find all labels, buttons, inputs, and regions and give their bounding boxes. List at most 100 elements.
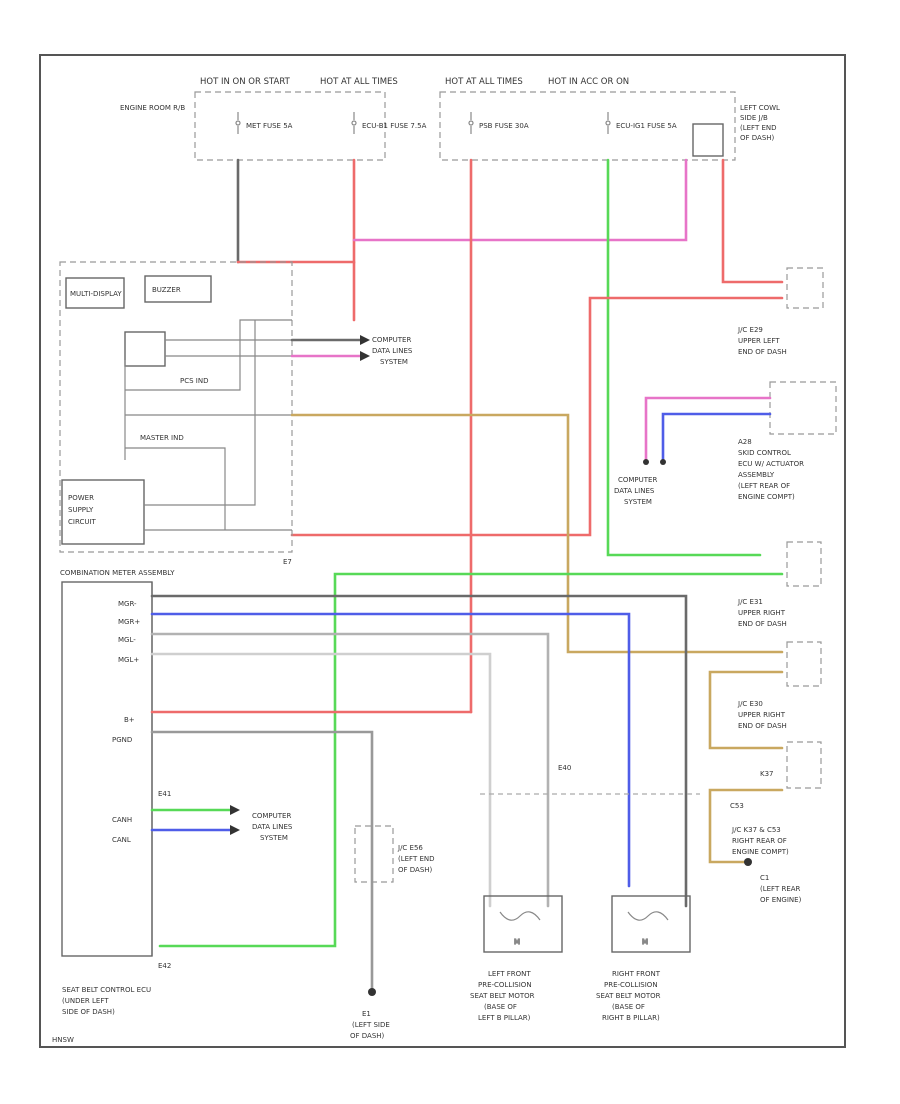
left-cowl-side-label: LEFT COWL SIDE J/B (LEFT END OF DASH)	[740, 104, 780, 142]
pcs-ind-label: PCS IND	[180, 377, 208, 385]
svg-text:SEAT BELT MOTOR: SEAT BELT MOTOR	[596, 992, 661, 1000]
fuse-relay-block	[692, 123, 724, 157]
svg-text:OF DASH): OF DASH)	[350, 1032, 385, 1040]
svg-text:SUPPLY: SUPPLY	[68, 506, 94, 514]
meter-cpu	[124, 331, 166, 367]
pin-canl: CANL	[112, 836, 131, 844]
ecu-ig1-fuse-label: ECU-IG1 FUSE 5A	[616, 122, 677, 130]
svg-text:POWER: POWER	[68, 494, 94, 502]
arrow-can-2	[360, 351, 370, 361]
svg-text:END OF DASH: END OF DASH	[738, 722, 787, 730]
met-fuse	[235, 112, 241, 134]
pse-fuse	[468, 112, 474, 134]
computer-data-lines-3-label: COMPUTER DATA LINES SYSTEM	[252, 812, 293, 842]
green-jc-box	[786, 541, 822, 587]
svg-text:UPPER LEFT: UPPER LEFT	[738, 337, 780, 345]
connector-e42: E42	[158, 962, 171, 970]
page-ref: HNSW	[52, 1036, 74, 1044]
wire-mgr-minus-darkgray	[150, 594, 688, 908]
wire-tan-ground	[708, 788, 784, 864]
svg-text:J/C E31: J/C E31	[737, 598, 763, 606]
svg-text:UPPER RIGHT: UPPER RIGHT	[738, 711, 786, 719]
svg-text:OF DASH): OF DASH)	[398, 866, 433, 874]
svg-text:SYSTEM: SYSTEM	[260, 834, 288, 842]
svg-text:M: M	[642, 938, 648, 946]
svg-text:LEFT B PILLAR): LEFT B PILLAR)	[478, 1014, 531, 1022]
svg-text:RIGHT REAR OF: RIGHT REAR OF	[732, 837, 787, 845]
svg-text:RIGHT B PILLAR): RIGHT B PILLAR)	[602, 1014, 660, 1022]
wire-skid-blue	[661, 412, 772, 464]
ground-c1-symbol	[744, 858, 752, 866]
skid-can-node-2	[660, 459, 666, 465]
jc-e56-label: J/C E56 (LEFT END OF DASH)	[397, 844, 435, 874]
svg-text:(UNDER LEFT: (UNDER LEFT	[62, 997, 109, 1005]
svg-text:(LEFT REAR: (LEFT REAR	[760, 885, 801, 893]
met-fuse-label: MET FUSE 5A	[246, 122, 293, 130]
svg-text:M: M	[514, 938, 520, 946]
svg-text:A28: A28	[738, 438, 752, 446]
svg-text:PRE-COLLISION: PRE-COLLISION	[604, 981, 658, 989]
svg-text:SIDE J/B: SIDE J/B	[740, 114, 768, 122]
pin-mgl-minus: MGL-	[118, 636, 136, 644]
wire-skid-pink	[644, 396, 772, 464]
svg-text:(LEFT REAR OF: (LEFT REAR OF	[738, 482, 790, 490]
jc-e56-box	[354, 825, 394, 883]
right-motor-box	[611, 895, 691, 953]
multi-display-label: MULTI-DISPLAY	[70, 290, 122, 298]
jc-k37-label: J/C K37 & C53 RIGHT REAR OF ENGINE COMPT…	[731, 826, 789, 856]
pin-canh: CANH	[112, 816, 132, 824]
svg-text:SYSTEM: SYSTEM	[380, 358, 408, 366]
wire-ecu-b1-red	[236, 158, 356, 264]
wire-tan-jumper	[708, 670, 784, 750]
jc-e31-label: J/C E31 UPPER RIGHT END OF DASH	[737, 598, 787, 628]
engine-room-rb-label: ENGINE ROOM R/B	[120, 104, 185, 112]
wire-mgl-minus-gray	[150, 632, 550, 908]
arrow-can-3	[230, 805, 240, 815]
buzzer-label: BUZZER	[152, 286, 181, 294]
ecu-ig1-fuse	[605, 112, 611, 134]
svg-text:DATA LINES: DATA LINES	[614, 487, 655, 495]
svg-text:J/C E56: J/C E56	[397, 844, 423, 852]
svg-text:(LEFT SIDE: (LEFT SIDE	[352, 1021, 390, 1029]
pin-mgr-plus: MGR+	[118, 618, 140, 626]
connector-e41: E41	[158, 790, 171, 798]
jc-e30-box	[786, 741, 822, 789]
svg-text:END OF DASH: END OF DASH	[738, 620, 787, 628]
svg-text:CIRCUIT: CIRCUIT	[68, 518, 97, 526]
svg-text:SIDE OF DASH): SIDE OF DASH)	[62, 1008, 115, 1016]
wire-mgl-plus-wht	[150, 652, 492, 908]
svg-text:OF ENGINE): OF ENGINE)	[760, 896, 802, 904]
pin-b-plus: B+	[124, 716, 135, 724]
pin-mgr-minus: MGR-	[118, 600, 137, 608]
wire-cowl-red	[721, 158, 784, 284]
svg-text:DATA LINES: DATA LINES	[252, 823, 293, 831]
ground-e1-symbol	[368, 988, 376, 996]
ecu-b1-fuse	[351, 112, 357, 134]
skid-control-label: A28 SKID CONTROL ECU W/ ACTUATOR ASSEMBL…	[738, 438, 804, 501]
svg-text:PRE-COLLISION: PRE-COLLISION	[478, 981, 532, 989]
wire-pgnd-gray	[150, 730, 374, 990]
hot-in-acc-label: HOT IN ACC OR ON	[548, 77, 629, 87]
buzzer	[144, 275, 212, 303]
c53-label: C53	[730, 802, 744, 810]
hot-in-on-start-label: HOT IN ON OR START	[200, 77, 291, 87]
jc-e31-box	[786, 641, 822, 687]
svg-text:(LEFT END: (LEFT END	[398, 855, 435, 863]
svg-text:J/C K37 & C53: J/C K37 & C53	[731, 826, 781, 834]
master-ind-label: MASTER IND	[140, 434, 184, 442]
svg-text:(BASE OF: (BASE OF	[612, 1003, 645, 1011]
wire-meter-tan	[290, 413, 784, 654]
engine-room-rb-box	[194, 91, 386, 161]
svg-text:SKID CONTROL: SKID CONTROL	[738, 449, 791, 457]
combination-meter-label: COMBINATION METER ASSEMBLY	[60, 569, 175, 577]
ground-e1-label: E1 (LEFT SIDE OF DASH)	[350, 1010, 390, 1040]
right-motor-label: RIGHT FRONT PRE-COLLISION SEAT BELT MOTO…	[596, 970, 661, 1022]
svg-text:COMPUTER: COMPUTER	[372, 336, 411, 344]
left-motor-box	[483, 895, 563, 953]
svg-text:DATA LINES: DATA LINES	[372, 347, 413, 355]
svg-text:RIGHT FRONT: RIGHT FRONT	[612, 970, 661, 978]
left-motor-label: LEFT FRONT PRE-COLLISION SEAT BELT MOTOR…	[470, 970, 535, 1022]
power-supply-label: POWER SUPPLY CIRCUIT	[68, 494, 97, 526]
svg-text:COMPUTER: COMPUTER	[618, 476, 657, 484]
